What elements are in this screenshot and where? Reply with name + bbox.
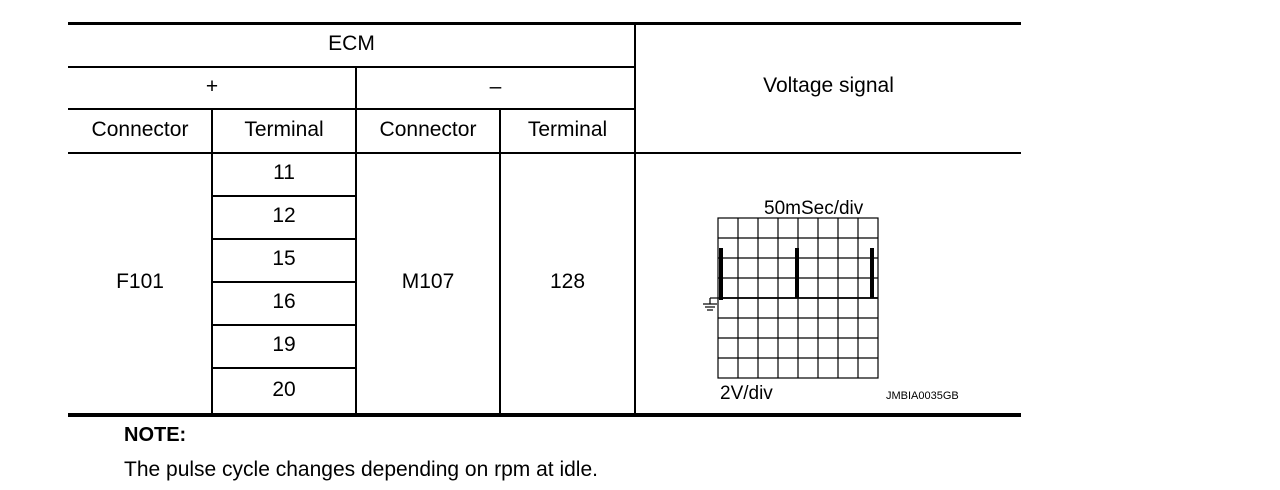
terminal-plus-value: 15 [272, 247, 296, 270]
terminal-divider-3 [212, 281, 356, 283]
terminal-plus-header: Terminal [244, 118, 324, 141]
terminal-minus-value: 128 [549, 270, 586, 293]
terminal-plus-value: 20 [272, 378, 296, 401]
terminal-divider-2 [212, 238, 356, 240]
connector-plus-header: Connector [91, 118, 189, 141]
table-bottom-rule [68, 413, 1021, 417]
connector-plus-value: F101 [116, 270, 164, 293]
col-divider-connector-terminal-minus [499, 108, 501, 415]
minus-header: – [489, 75, 502, 98]
terminal-divider-4 [212, 324, 356, 326]
voltage-waveform-figure: 50mSec/div 2V/div JMBIA0035GB [703, 198, 959, 404]
time-scale-label: 50mSec/div [764, 198, 864, 219]
connector-minus-value: M107 [401, 270, 455, 293]
terminal-divider-1 [212, 195, 356, 197]
ground-symbol-icon [703, 297, 718, 311]
note-body: The pulse cycle changes depending on rpm… [124, 458, 598, 481]
terminal-plus-value: 11 [273, 161, 295, 184]
terminal-plus-value: 16 [272, 290, 296, 313]
terminal-plus-value: 12 [272, 204, 296, 227]
col-divider-plus-minus [355, 66, 357, 415]
terminal-minus-header: Terminal [527, 118, 608, 141]
note-title: NOTE: [124, 424, 187, 446]
polarity-header-divider [68, 108, 635, 110]
terminal-divider-5 [212, 367, 356, 369]
pulse-trace [719, 248, 878, 300]
col-divider-ecm-voltage [634, 22, 636, 415]
terminal-plus-value: 19 [272, 333, 296, 356]
table-top-rule [68, 22, 1021, 25]
figure-id-label: JMBIA0035GB [886, 390, 959, 402]
voltage-scale-label: 2V/div [720, 383, 773, 404]
header-bottom-rule [68, 152, 1021, 154]
col-divider-connector-terminal-plus [211, 108, 213, 415]
ecm-header-divider [68, 66, 635, 68]
voltage-signal-header: Voltage signal [763, 74, 894, 97]
ecm-header: ECM [328, 32, 375, 55]
connector-minus-header: Connector [379, 118, 477, 141]
plus-header: + [205, 75, 219, 98]
